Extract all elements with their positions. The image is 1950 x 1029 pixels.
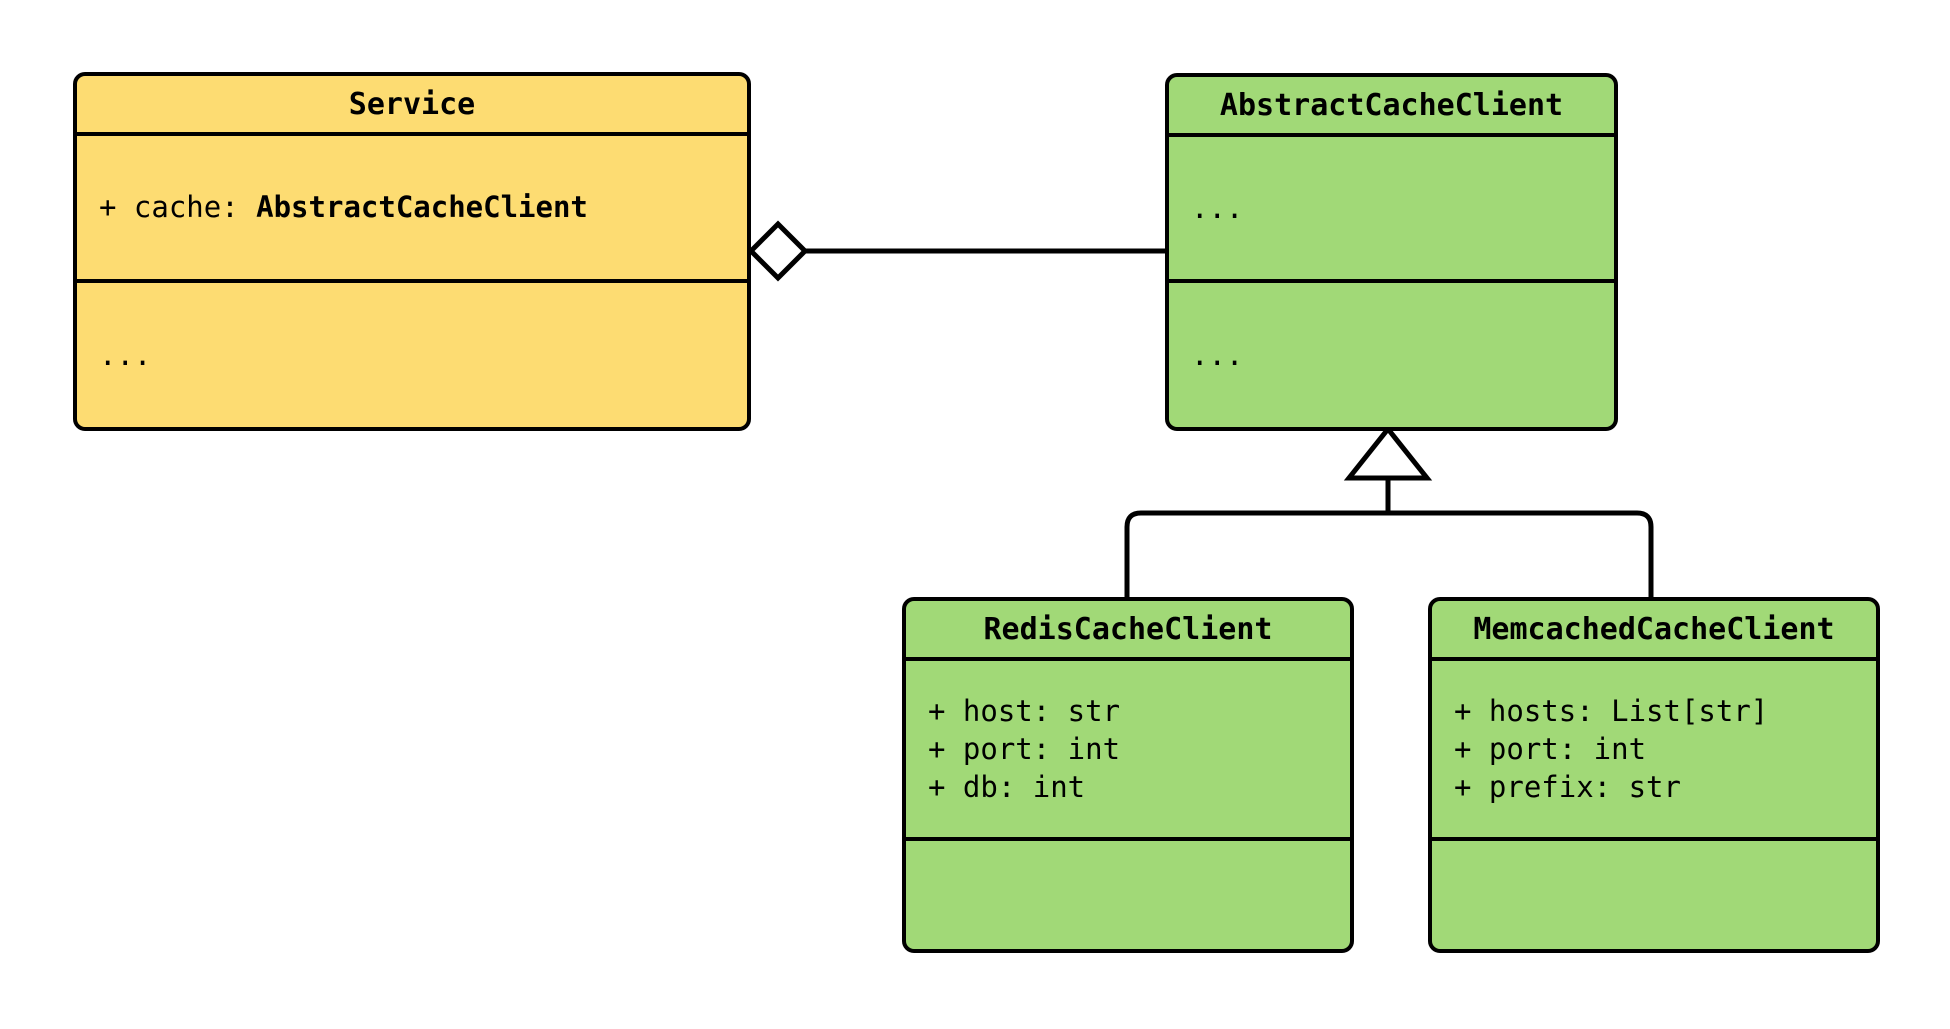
attributes-ellipsis: ... <box>1191 190 1244 225</box>
class-header-rediscacheclient: RedisCacheClient <box>906 601 1350 661</box>
uml-class-memcachedcacheclient[interactable]: MemcachedCacheClient + hosts: List[str] … <box>1428 597 1880 953</box>
hollow-diamond-icon <box>747 220 809 282</box>
class-name-service: Service <box>348 86 476 122</box>
operations-ellipsis: ... <box>1191 337 1244 372</box>
class-name-rediscacheclient: RedisCacheClient <box>983 611 1273 647</box>
class-operations-abstractcacheclient: ... <box>1169 283 1614 427</box>
class-header-service: Service <box>77 76 747 136</box>
attribute-label: + cache: <box>99 190 257 225</box>
class-attributes-memcachedcacheclient: + hosts: List[str] + port: int + prefix:… <box>1432 661 1876 841</box>
class-operations-rediscacheclient <box>906 841 1350 949</box>
class-operations-service: ... <box>77 283 747 427</box>
generalization-tree <box>1124 424 1654 597</box>
class-attributes-abstractcacheclient: ... <box>1169 137 1614 283</box>
class-name-memcachedcacheclient: MemcachedCacheClient <box>1473 611 1835 647</box>
class-operations-memcachedcacheclient <box>1432 841 1876 949</box>
class-name-abstractcacheclient: AbstractCacheClient <box>1219 87 1564 123</box>
attribute-row: + hosts: List[str] <box>1454 693 1769 728</box>
attribute-row: + port: int <box>928 731 1121 766</box>
class-attributes-service: + cache: AbstractCacheClient <box>77 136 747 283</box>
attribute-row: + db: int <box>928 770 1086 805</box>
uml-class-service[interactable]: Service + cache: AbstractCacheClient ... <box>73 72 751 431</box>
attribute-row: + host: str <box>928 693 1121 728</box>
attribute-row: + prefix: str <box>1454 770 1681 805</box>
class-attributes-rediscacheclient: + host: str + port: int + db: int <box>906 661 1350 841</box>
attribute-type: AbstractCacheClient <box>256 190 588 225</box>
uml-class-abstractcacheclient[interactable]: AbstractCacheClient ... ... <box>1165 73 1618 431</box>
hollow-triangle-icon <box>1343 424 1433 481</box>
uml-class-rediscacheclient[interactable]: RedisCacheClient + host: str + port: int… <box>902 597 1354 953</box>
aggregation-service-to-abstractcacheclient <box>747 220 1165 282</box>
attribute-row: + cache: AbstractCacheClient <box>99 188 588 226</box>
attribute-row: + port: int <box>1454 731 1647 766</box>
class-header-memcachedcacheclient: MemcachedCacheClient <box>1432 601 1876 661</box>
operations-ellipsis: ... <box>99 337 152 372</box>
class-header-abstractcacheclient: AbstractCacheClient <box>1169 77 1614 137</box>
generalization-branch-memcached <box>1388 510 1654 597</box>
generalization-branch-redis <box>1124 510 1388 597</box>
